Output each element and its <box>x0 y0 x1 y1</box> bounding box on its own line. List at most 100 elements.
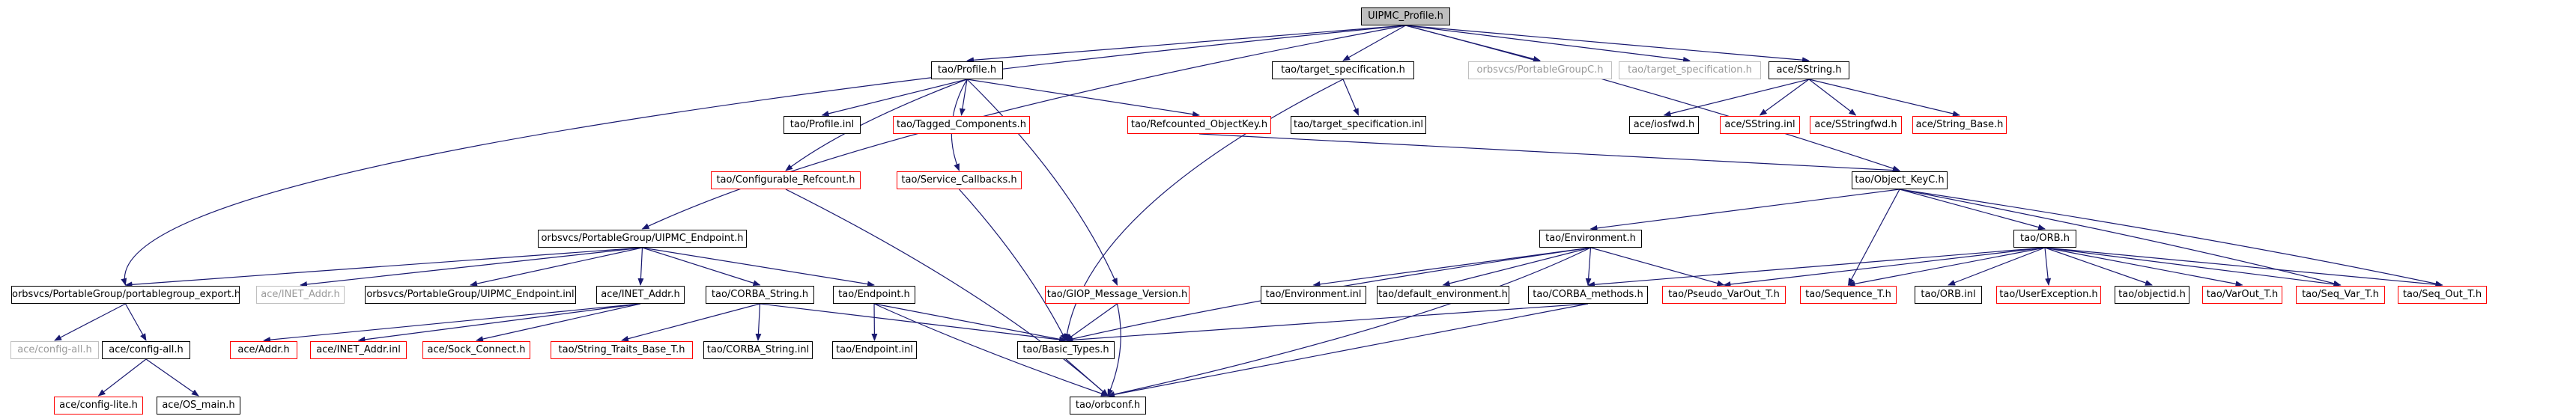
node-tao-target-specification-h-b[interactable]: tao/target_specification.h <box>1619 61 1761 79</box>
include-edge-tao_object_keyc_h-to-tao_seq_var_t_h <box>1899 189 2342 287</box>
node-tao-orb-inl[interactable]: tao/ORB.inl <box>1915 286 1982 304</box>
node-tao-tagged-components-h[interactable]: tao/Tagged_Components.h <box>893 116 1030 134</box>
node-tao-default-environment-h[interactable]: tao/default_environment.h <box>1377 286 1509 304</box>
include-edge-uipmc_endpoint_h-to-portablegroup_export_h <box>124 247 643 288</box>
node-ace-inet-addr-h-b[interactable]: ace/INET_Addr.h <box>596 286 685 304</box>
node-tao-target-specification-h-a[interactable]: tao/target_specification.h <box>1272 61 1414 79</box>
node-tao-corba-string-inl[interactable]: tao/CORBA_String.inl <box>703 341 813 359</box>
node-ace-inet-addr-h-a[interactable]: ace/INET_Addr.h <box>256 286 345 304</box>
node-tao-orb-h[interactable]: tao/ORB.h <box>2013 230 2076 248</box>
include-edge-uipmc_profile_h-to-tao_profile_h <box>966 25 1406 64</box>
node-ace-inet-addr-inl[interactable]: ace/INET_Addr.inl <box>310 341 407 359</box>
include-edge-ace_sstring_h-to-ace_sstringfwd_h <box>1808 79 1857 116</box>
node-tao-object-keyc-h[interactable]: tao/Object_KeyC.h <box>1852 171 1948 189</box>
include-edge-ace_config_all_h_b-to-ace_os_main_h <box>145 358 199 397</box>
include-edge-tao_corba_methods_h-to-tao_orbconf_h <box>1107 303 1589 398</box>
node-tao-seq-out-t-h[interactable]: tao/Seq_Out_T.h <box>2398 286 2487 304</box>
node-tao-corba-methods-h[interactable]: tao/CORBA_methods.h <box>1528 286 1648 304</box>
node-tao-varout-t-h[interactable]: tao/VarOut_T.h <box>2202 286 2282 304</box>
include-edge-uipmc_profile_h-to-tao_target_specification_h_a <box>1342 25 1406 61</box>
include-edge-tao_corba_string_h-to-tao_string_traits_base_t_h <box>621 303 760 342</box>
node-portablegroup-export-h[interactable]: orbsvcs/PortableGroup/portablegroup_expo… <box>11 286 240 304</box>
node-tao-corba-string-h[interactable]: tao/CORBA_String.h <box>706 286 814 304</box>
include-edge-tao_object_keyc_h-to-tao_sequence_t_h <box>1847 189 1900 286</box>
node-tao-target-specification-inl[interactable]: tao/target_specification.inl <box>1291 116 1426 134</box>
include-edge-tao_orb_h-to-tao_seq_var_t_h <box>2044 247 2342 287</box>
node-ace-sstringfwd-h[interactable]: ace/SStringfwd.h <box>1810 116 1902 134</box>
node-uipmc-profile-h[interactable]: UIPMC_Profile.h <box>1361 7 1450 25</box>
include-edge-uipmc_profile_h-to-tao_object_keyc_h <box>1405 25 1900 171</box>
node-tao-service-callbacks-h[interactable]: tao/Service_Callbacks.h <box>897 171 1022 189</box>
node-ace-config-lite-h[interactable]: ace/config-lite.h <box>54 397 143 415</box>
include-edge-tao_corba_methods_h-to-tao_basic_types_h <box>1065 303 1589 343</box>
node-tao-string-traits-base-t-h[interactable]: tao/String_Traits_Base_T.h <box>551 341 693 359</box>
include-edge-tao_object_keyc_h-to-tao_orb_h <box>1899 189 2046 230</box>
include-edge-uipmc_endpoint_h-to-ace_inet_addr_h_b <box>637 247 644 286</box>
include-edge-tao_orb_h-to-tao_sequence_t_h <box>1847 247 2046 287</box>
node-ace-sstring-h[interactable]: ace/SString.h <box>1769 61 1849 79</box>
node-ace-sock-connect-h[interactable]: ace/Sock_Connect.h <box>422 341 530 359</box>
node-ace-addr-h[interactable]: ace/Addr.h <box>230 341 297 359</box>
node-tao-pseudo-varout-t-h[interactable]: tao/Pseudo_VarOut_T.h <box>1662 286 1786 304</box>
include-edge-tao_endpoint_h-to-tao_orbconf_h <box>873 303 1109 397</box>
include-edge-tao_environment_h-to-tao_default_environment_h <box>1442 247 1591 287</box>
node-tao-objectid-h[interactable]: tao/objectid.h <box>2115 286 2189 304</box>
include-edge-portablegroup_export_h-to-ace_config_all_h_b <box>124 303 147 341</box>
node-uipmc-endpoint-h[interactable]: orbsvcs/PortableGroup/UIPMC_Endpoint.h <box>538 230 747 248</box>
include-edge-tao_service_callbacks_h-to-tao_basic_types_h <box>959 189 1067 341</box>
node-ace-iosfwd-h[interactable]: ace/iosfwd.h <box>1629 116 1699 134</box>
node-ace-config-all-h-b[interactable]: ace/config-all.h <box>102 341 190 359</box>
include-edge-tao_target_specification_h_a-to-tao_basic_types_h <box>1064 79 1344 341</box>
include-edge-ace_inet_addr_h_b-to-ace_inet_addr_inl <box>357 303 641 343</box>
include-edge-tao_orb_h-to-tao_seq_out_t_h <box>2044 247 2443 288</box>
include-edge-uipmc_endpoint_h-to-tao_endpoint_h <box>642 247 875 287</box>
include-edge-ace_sstring_h-to-ace_sstring_inl <box>1759 79 1810 116</box>
node-ace-config-all-h-a[interactable]: ace/config-all.h <box>10 341 99 359</box>
include-edge-tao_endpoint_h-to-tao_basic_types_h <box>873 303 1067 343</box>
include-edge-tao_environment_h-to-tao_corba_methods_h <box>1585 247 1592 286</box>
include-edge-tao_profile_h-to-tao_profile_inl <box>821 79 968 117</box>
node-ace-sstring-inl[interactable]: ace/SString.inl <box>1720 116 1800 134</box>
include-edge-tao_orb_h-to-tao_pseudo_varout_t_h <box>1723 247 2046 287</box>
include-edge-tao_corba_string_h-to-tao_corba_string_inl <box>755 303 762 341</box>
node-tao-environment-h[interactable]: tao/Environment.h <box>1539 230 1642 248</box>
node-tao-basic-types-h[interactable]: tao/Basic_Types.h <box>1017 341 1115 359</box>
node-ace-os-main-h[interactable]: ace/OS_main.h <box>157 397 240 415</box>
node-orbsvcs-portablegroupc-h[interactable]: orbsvcs/PortableGroupC.h <box>1468 61 1612 79</box>
include-edge-tao_object_keyc_h-to-tao_environment_h <box>1589 189 1900 231</box>
include-edge-uipmc_endpoint_h-to-tao_corba_string_h <box>642 247 761 287</box>
include-edge-uipmc_profile_h-to-ace_sstring_h <box>1405 25 1810 64</box>
include-edge-tao_profile_h-to-tao_tagged_components_h <box>959 79 968 116</box>
include-edge-tao_configurable_refcount_h-to-tao_orbconf_h <box>785 189 1109 397</box>
node-tao-profile-h[interactable]: tao/Profile.h <box>931 61 1003 79</box>
node-tao-profile-inl[interactable]: tao/Profile.inl <box>784 116 861 134</box>
node-uipmc-endpoint-inl[interactable]: orbsvcs/PortableGroup/UIPMC_Endpoint.inl <box>365 286 576 304</box>
node-ace-string-base-h[interactable]: ace/String_Base.h <box>1912 116 2007 134</box>
node-tao-orbconf-h[interactable]: tao/orbconf.h <box>1070 397 1146 415</box>
include-edge-tao_orb_h-to-tao_objectid_h <box>2044 247 2153 286</box>
include-edge-tao_object_keyc_h-to-tao_seq_out_t_h <box>1899 189 2443 287</box>
include-edge-tao_orb_h-to-tao_corba_methods_h <box>1587 247 2046 288</box>
include-edge-uipmc_profile_h-to-portablegroup_export_h <box>121 25 1406 286</box>
include-edge-ace_inet_addr_h_b-to-ace_addr_h <box>263 303 641 343</box>
node-tao-refcounted-objectkey-h[interactable]: tao/Refcounted_ObjectKey.h <box>1127 116 1271 134</box>
include-edge-ace_sstring_h-to-ace_string_base_h <box>1808 79 1960 117</box>
include-edge-tao_orb_h-to-tao_orb_inl <box>1948 247 2046 286</box>
node-tao-userexception-h[interactable]: tao/UserException.h <box>1996 286 2101 304</box>
node-tao-seq-var-t-h[interactable]: tao/Seq_Var_T.h <box>2296 286 2385 304</box>
include-edge-tao_endpoint_h-to-tao_endpoint_inl <box>871 303 878 341</box>
node-tao-giop-message-version-h[interactable]: tao/GIOP_Message_Version.h <box>1045 286 1189 304</box>
include-edge-tao_corba_string_h-to-tao_basic_types_h <box>760 303 1067 343</box>
include-edge-tao_refcounted_objectkey_h-to-tao_object_keyc_h <box>1198 133 1900 174</box>
include-edge-tao_giop_message_version_h-to-tao_basic_types_h <box>1065 303 1118 341</box>
include-edge-tao_profile_h-to-tao_giop_message_version_h <box>966 79 1118 286</box>
node-tao-endpoint-h[interactable]: tao/Endpoint.h <box>833 286 915 304</box>
include-edge-tao_target_specification_h_a-to-tao_target_specification_inl <box>1342 79 1360 116</box>
node-tao-sequence-t-h[interactable]: tao/Sequence_T.h <box>1800 286 1897 304</box>
include-edge-tao_environment_h-to-tao_orbconf_h <box>1107 247 1591 397</box>
node-tao-environment-inl[interactable]: tao/Environment.inl <box>1261 286 1366 304</box>
include-edge-uipmc_endpoint_h-to-uipmc_endpoint_inl <box>470 247 643 287</box>
node-tao-configurable-refcount-h[interactable]: tao/Configurable_Refcount.h <box>711 171 861 189</box>
include-edge-tao_profile_h-to-tao_configurable_refcount_h <box>785 79 968 171</box>
node-tao-endpoint-inl[interactable]: tao/Endpoint.inl <box>832 341 917 359</box>
